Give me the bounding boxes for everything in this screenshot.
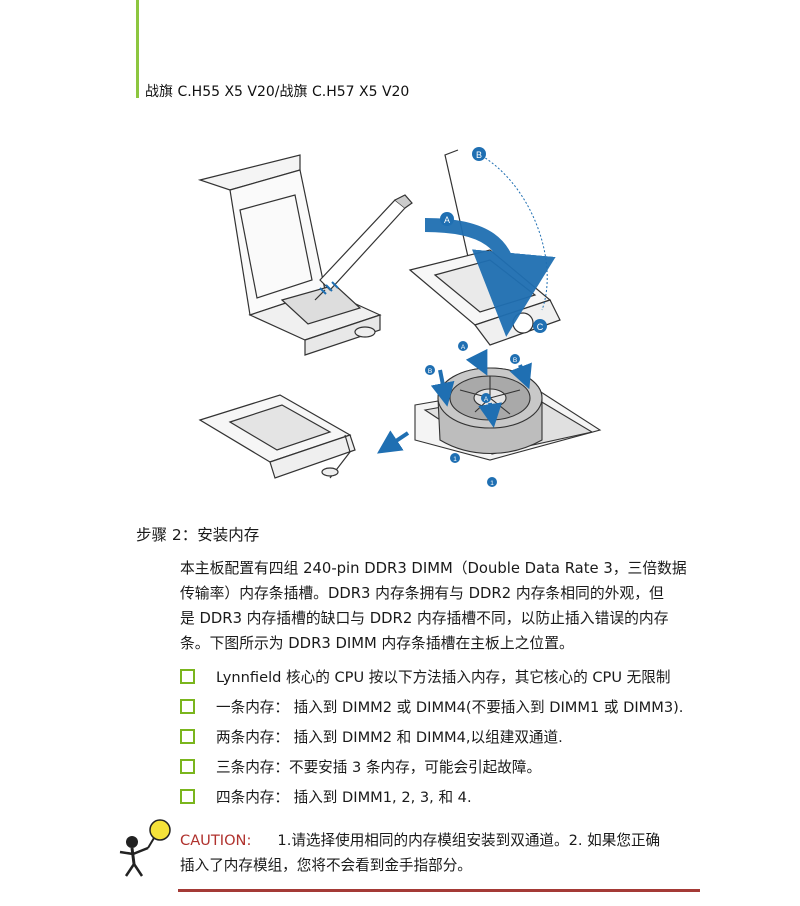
cpu-cooler-installation-figure: B A C — [190, 140, 610, 495]
paragraph-line: 条。下图所示为 DDR3 DIMM 内存条插槽在主板上之位置。 — [180, 635, 574, 652]
checkbox-bullet-icon — [180, 728, 195, 744]
memory-description: 本主板配置有四组 240-pin DDR3 DIMM（Double Data R… — [180, 556, 702, 656]
svg-text:A: A — [444, 215, 450, 225]
paragraph-line: 传输率）内存条插槽。DDR3 内存条拥有与 DDR2 内存条相同的外观，但 — [180, 585, 664, 602]
list-item-text: Lynnfield 核心的 CPU 按以下方法插入内存，其它核心的 CPU 无限… — [216, 668, 671, 686]
callout-1-bottom: 1 — [487, 477, 497, 487]
list-item: Lynnfield 核心的 CPU 按以下方法插入内存，其它核心的 CPU 无限… — [180, 661, 740, 691]
svg-text:B: B — [476, 150, 482, 160]
list-item: 两条内存： 插入到 DIMM2 和 DIMM4,以组建双通道. — [180, 721, 740, 751]
installation-illustration: B A C — [197, 147, 602, 487]
callout-a-top: A — [440, 212, 454, 226]
paragraph-line: 是 DDR3 内存插槽的缺口与 DDR2 内存插槽不同，以防止插入错误的内存 — [180, 610, 669, 627]
load-plate-closing — [408, 149, 561, 346]
svg-text:A: A — [461, 344, 466, 351]
callout-1-left: 1 — [450, 453, 460, 463]
paste-marks — [319, 281, 339, 295]
list-item: 三条内存：不要安插 3 条内存，可能会引起故障。 — [180, 751, 740, 781]
callout-a-bottom: A — [458, 341, 468, 351]
callout-b-right: B — [510, 354, 520, 364]
checkbox-bullet-icon — [180, 698, 195, 714]
header-accent-bar — [136, 0, 139, 98]
list-item-text: 三条内存：不要安插 3 条内存，可能会引起故障。 — [216, 758, 542, 776]
list-item-text: 四条内存： 插入到 DIMM1, 2, 3, 和 4. — [216, 788, 472, 806]
svg-text:1: 1 — [453, 456, 457, 463]
model-title: 战旗 C.H55 X5 V20/战旗 C.H57 X5 V20 — [145, 84, 410, 100]
socket-with-paste — [197, 154, 413, 356]
caution-box: CAUTION: 1.请选择使用相同的内存模组安装到双通道。2. 如果您正确 插入… — [178, 820, 700, 892]
svg-text:A: A — [484, 396, 489, 403]
caution-label: CAUTION: — [180, 832, 252, 849]
step-title: 步骤 2：安装内存 — [136, 526, 260, 544]
socket-bottom-left — [198, 394, 356, 479]
svg-text:B: B — [428, 368, 432, 375]
list-item: 四条内存： 插入到 DIMM1, 2, 3, 和 4. — [180, 781, 740, 811]
paragraph-line: 本主板配置有四组 240-pin DDR3 DIMM（Double Data R… — [180, 560, 687, 577]
list-item: 一条内存： 插入到 DIMM2 或 DIMM4(不要插入到 DIMM1 或 DI… — [180, 691, 740, 721]
checkbox-bullet-icon — [180, 788, 195, 804]
checkbox-bullet-icon — [180, 668, 195, 684]
memory-install-list: Lynnfield 核心的 CPU 按以下方法插入内存，其它核心的 CPU 无限… — [180, 661, 740, 811]
callout-b-left: B — [425, 365, 435, 375]
list-item-text: 一条内存： 插入到 DIMM2 或 DIMM4(不要插入到 DIMM1 或 DI… — [216, 698, 684, 716]
callout-b-top: B — [472, 147, 486, 161]
callout-a-center: A — [481, 393, 491, 403]
list-item-text: 两条内存： 插入到 DIMM2 和 DIMM4,以组建双通道. — [216, 728, 563, 746]
callout-c: C — [533, 319, 547, 333]
svg-text:1: 1 — [490, 480, 494, 487]
svg-text:C: C — [537, 322, 544, 332]
checkbox-bullet-icon — [180, 758, 195, 774]
caution-line-2: 插入了内存模组，您将不会看到金手指部分。 — [180, 857, 472, 874]
svg-text:B: B — [513, 357, 517, 364]
caution-stick-figure-icon — [119, 819, 171, 877]
caution-line-1: 1.请选择使用相同的内存模组安装到双通道。2. 如果您正确 — [277, 832, 661, 849]
